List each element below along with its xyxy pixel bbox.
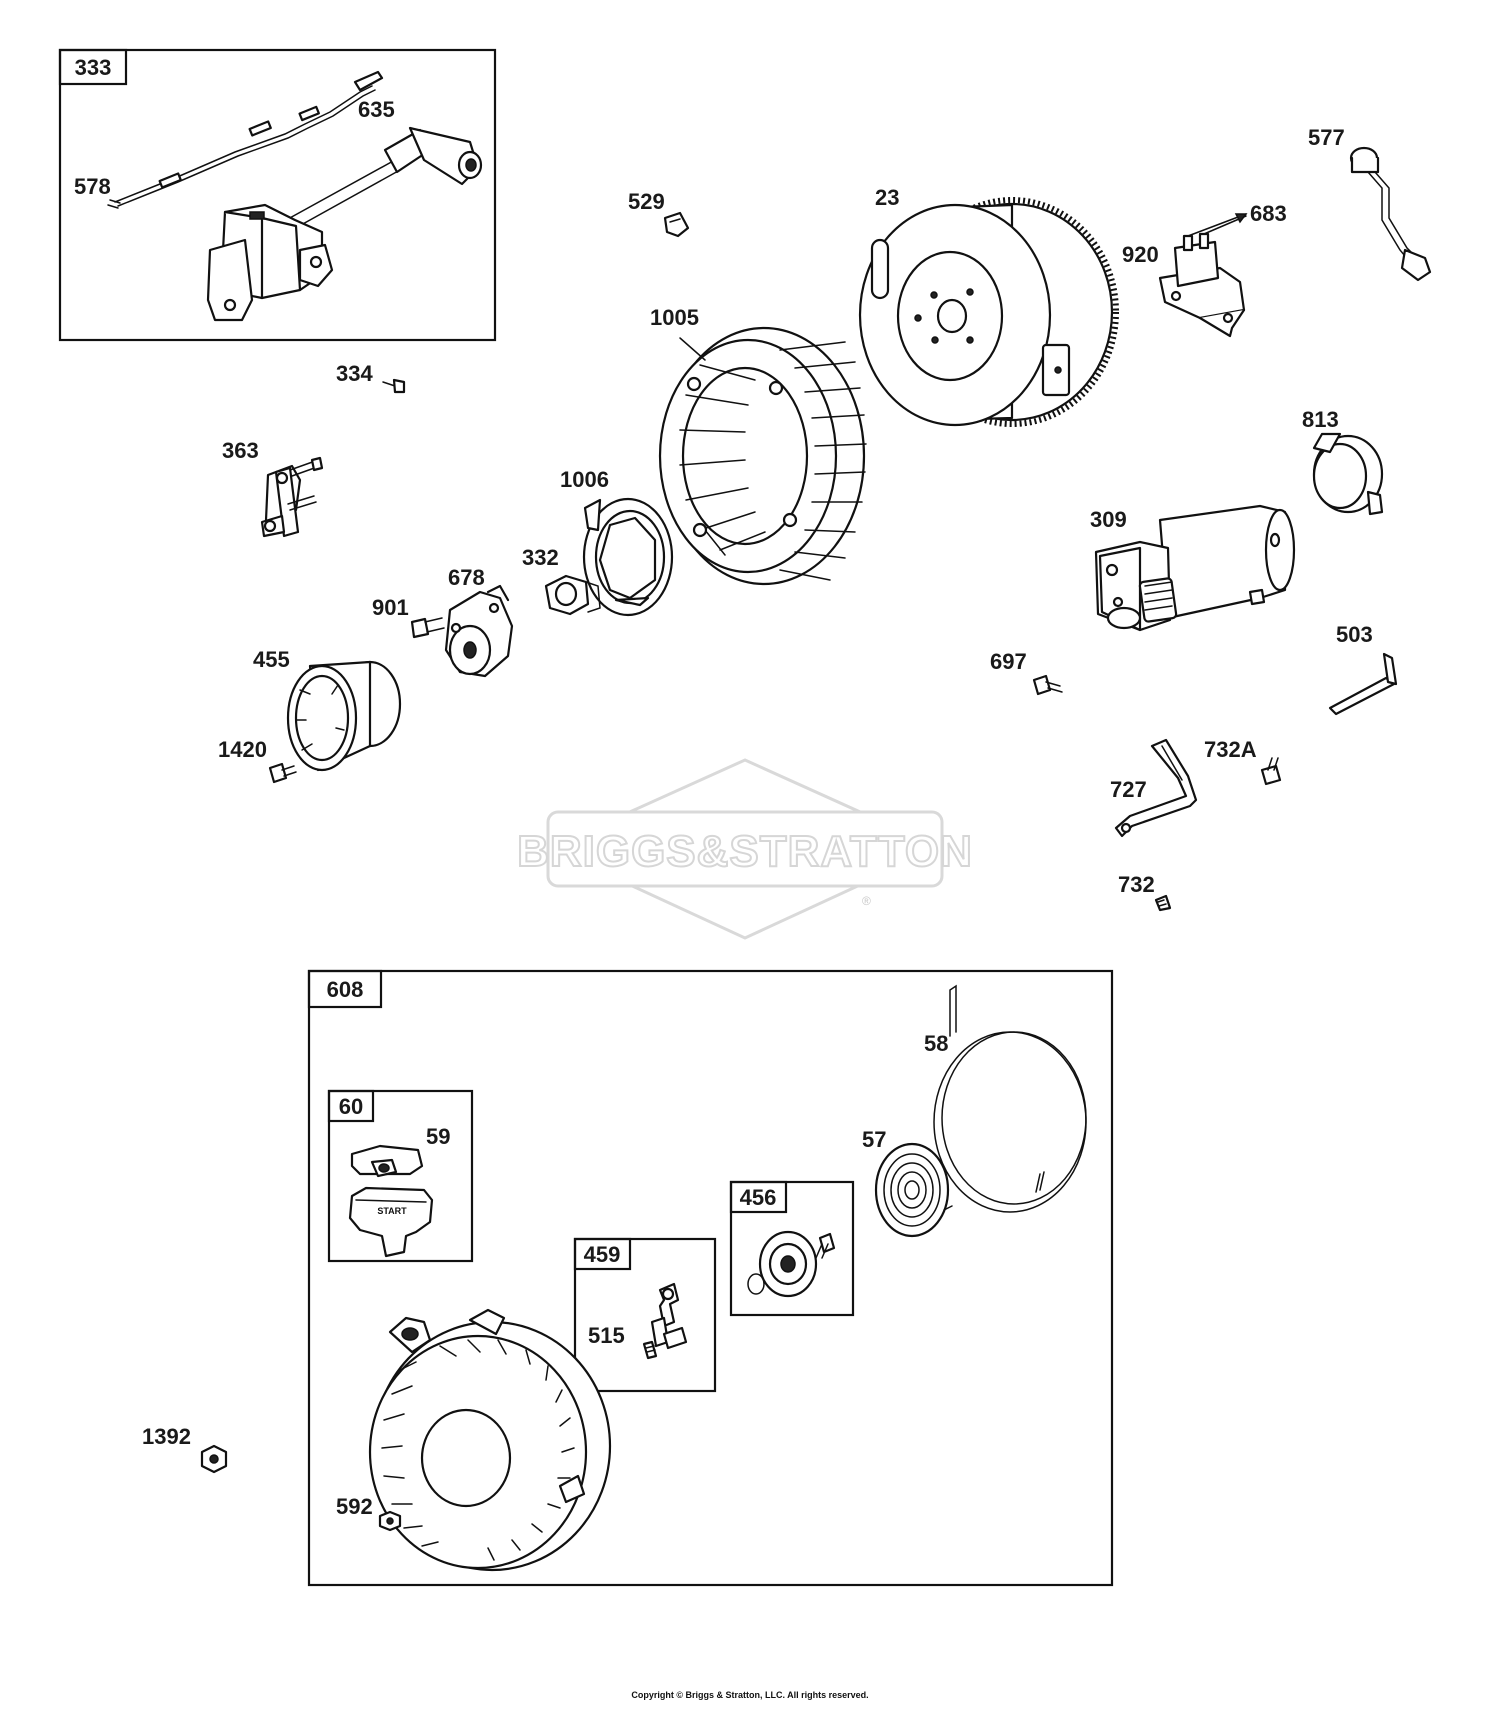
part-label-1006: 1006: [560, 467, 609, 492]
nut-592: [378, 1510, 402, 1532]
part-label-697: 697: [990, 649, 1027, 674]
starter-rope-58: [933, 984, 1087, 1213]
screw-697: [1032, 674, 1063, 696]
kit-box-60: 60: [327, 1089, 474, 1263]
part-label-59: 59: [426, 1124, 450, 1149]
kit-label-60: 60: [339, 1094, 363, 1119]
kit-label-333: 333: [75, 55, 112, 80]
part-label-57: 57: [862, 1127, 886, 1152]
rope-handle: START: [348, 1186, 434, 1258]
screw-334: [382, 378, 406, 394]
part-label-363: 363: [222, 438, 259, 463]
kit-box-333: 333: [58, 48, 497, 342]
part-label-683: 683: [1250, 201, 1287, 226]
part-label-678: 678: [448, 565, 485, 590]
part-label-1005: 1005: [650, 305, 699, 330]
starter-solenoid-920: [1158, 213, 1248, 338]
flywheel-nut-332: [544, 574, 601, 616]
copyright-notice: Copyright © Briggs & Stratton, LLC. All …: [631, 1690, 869, 1700]
starter-clamp-813: [1312, 432, 1384, 516]
part-label-920: 920: [1122, 242, 1159, 267]
part-label-901: 901: [372, 595, 409, 620]
watermark-registered: ®: [862, 894, 871, 908]
part-label-578: 578: [74, 174, 111, 199]
screw-732A: [1260, 757, 1282, 786]
handle-start-text: START: [377, 1206, 407, 1216]
ignition-coil-armature: [206, 203, 334, 322]
part-label-503: 503: [1336, 622, 1373, 647]
part-label-455: 455: [253, 647, 290, 672]
starter-motor-309: [1094, 504, 1296, 632]
watermark-text: BRIGGS&STRATTON: [517, 827, 973, 876]
part-label-732A: 732A: [1204, 737, 1257, 762]
part-label-813: 813: [1302, 407, 1339, 432]
ignition-wire-578: [107, 70, 384, 209]
part-label-309: 309: [1090, 507, 1127, 532]
spark-plug-boot-635: [267, 126, 483, 241]
part-label-727: 727: [1110, 777, 1147, 802]
nut-1392: [200, 1444, 228, 1474]
bracket-727: [1114, 738, 1198, 838]
kit-label-459: 459: [584, 1242, 621, 1267]
screw-1420: [268, 762, 297, 784]
part-label-635: 635: [358, 97, 395, 122]
kit-box-456: 456: [729, 1180, 855, 1317]
starter-cup-455: [286, 660, 402, 772]
part-label-23: 23: [875, 185, 899, 210]
armature-bolts-363: [260, 456, 324, 538]
briggs-stratton-watermark: BRIGGS&STRATTON ®: [516, 758, 973, 940]
part-label-529: 529: [628, 189, 665, 214]
dogs-515: [642, 1282, 688, 1360]
part-label-1420: 1420: [218, 737, 267, 762]
part-label-732: 732: [1118, 872, 1155, 897]
screw-901: [410, 617, 445, 639]
flywheel-ring-gear-23: [858, 197, 1119, 427]
part-label-515: 515: [588, 1323, 625, 1348]
kit-label-608: 608: [327, 977, 364, 1002]
part-label-334: 334: [336, 361, 373, 386]
bracket-503: [1328, 652, 1398, 716]
pulley-retainer-456: [747, 1230, 836, 1298]
starter-clutch-678: [444, 584, 514, 678]
rewind-spring-57: [874, 1142, 953, 1238]
flywheel-fan-1005: [658, 326, 867, 586]
rotating-screen-1006: [582, 497, 674, 617]
part-label-332: 332: [522, 545, 559, 570]
part-label-577: 577: [1308, 125, 1345, 150]
part-label-592: 592: [336, 1494, 373, 1519]
part-label-58: 58: [924, 1031, 948, 1056]
rope-handle-insert-59: [350, 1144, 424, 1178]
battery-cable-577: [1349, 146, 1432, 282]
screw-732: [1154, 894, 1172, 912]
kit-box-608: 608: [307, 969, 1114, 1587]
kit-box-459: 459: [573, 1237, 717, 1393]
part-label-1392: 1392: [142, 1424, 191, 1449]
kit-label-456: 456: [740, 1185, 777, 1210]
flywheel-key-529: [663, 211, 690, 238]
rewind-starter-housing: [368, 1308, 612, 1572]
